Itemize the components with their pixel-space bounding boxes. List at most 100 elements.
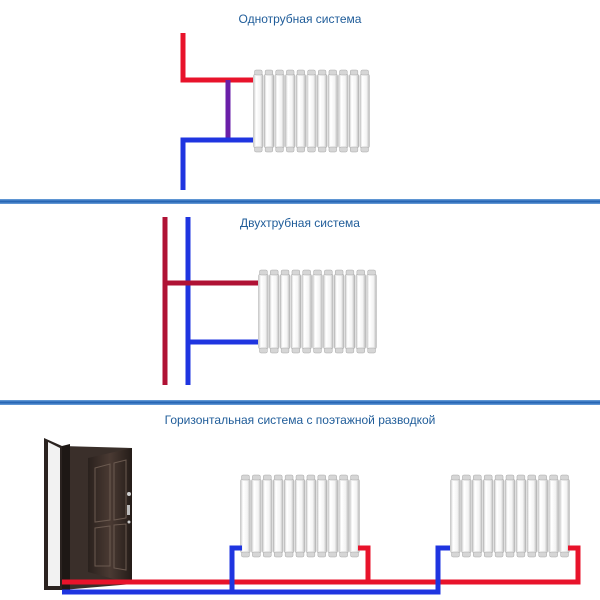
radiator-cap: [451, 551, 460, 558]
radiator-section: [258, 273, 269, 350]
radiator-section: [493, 478, 505, 554]
radiator-icon: [258, 269, 377, 354]
radiator-cap: [324, 269, 333, 276]
supply-pipe: [62, 545, 581, 585]
radiator-cap: [252, 474, 261, 481]
section-separator: [0, 400, 600, 405]
radiator-cap: [516, 474, 526, 481]
radiator-cap: [505, 551, 515, 558]
section-separator: [0, 199, 600, 204]
radiator-cap: [280, 347, 290, 354]
radiator-icon: [450, 474, 570, 558]
radiator-section: [290, 273, 301, 350]
radiator-section: [251, 478, 262, 554]
radiator-section: [240, 478, 251, 554]
radiator-cap: [483, 474, 493, 481]
radiator-cap: [328, 69, 337, 76]
radiator-cap: [328, 551, 337, 558]
radiator-cap: [462, 551, 471, 558]
radiator-cap: [275, 146, 284, 153]
return-pipe: [180, 137, 253, 190]
radiator-cap: [270, 347, 279, 354]
radiator-cap: [527, 474, 537, 481]
radiator-cap: [318, 146, 327, 153]
radiator-section: [327, 73, 338, 149]
radiator-section: [312, 273, 323, 350]
radiator-cap: [560, 551, 569, 558]
radiator-section: [317, 73, 328, 149]
radiator-cap: [328, 474, 337, 481]
radiator-cap: [275, 69, 284, 76]
radiator-cap: [302, 269, 311, 276]
radiator-section: [279, 273, 291, 350]
radiator-cap: [356, 269, 365, 276]
radiator-cap: [317, 474, 327, 481]
radiator-cap: [296, 146, 305, 153]
radiator-section: [295, 73, 306, 149]
radiator-cap: [241, 474, 250, 481]
radiator-section: [548, 478, 559, 554]
radiator-cap: [241, 551, 250, 558]
radiator-cap: [473, 474, 482, 481]
radiator-section: [461, 478, 472, 554]
radiator-section: [344, 273, 356, 350]
radiator-cap: [296, 69, 305, 76]
radiator-cap: [494, 474, 504, 481]
radiator-cap: [339, 474, 348, 481]
radiator-cap: [291, 347, 301, 354]
radiator-section: [504, 478, 516, 554]
radiator-cap: [306, 551, 316, 558]
radiator-icon: [253, 69, 370, 153]
radiator-cap: [252, 551, 261, 558]
radiator-cap: [286, 69, 295, 76]
radiator-section: [283, 478, 295, 554]
radiator-section: [526, 478, 537, 554]
radiator-cap: [473, 551, 482, 558]
radiator-section: [483, 478, 494, 554]
radiator-cap: [273, 551, 283, 558]
radiator-section: [305, 478, 317, 554]
section-one-pipe: Однотрубная система: [180, 12, 370, 190]
radiator-section: [334, 273, 345, 350]
radiator-cap: [483, 551, 493, 558]
radiator-section: [323, 273, 334, 350]
radiator-cap: [284, 551, 294, 558]
radiator-cap: [339, 551, 348, 558]
radiator-section: [366, 273, 377, 350]
radiator-cap: [538, 474, 547, 481]
radiator-section: [316, 478, 327, 554]
radiator-cap: [270, 269, 279, 276]
radiator-cap: [317, 551, 327, 558]
radiator-cap: [505, 474, 515, 481]
radiator-cap: [313, 269, 322, 276]
radiator-cap: [339, 146, 348, 153]
radiator-cap: [307, 146, 316, 153]
radiator-section: [301, 273, 312, 350]
radiator-cap: [516, 551, 526, 558]
radiator-cap: [356, 347, 365, 354]
radiator-section: [450, 478, 461, 554]
radiator-cap: [462, 474, 471, 481]
radiator-cap: [350, 474, 359, 481]
radiator-cap: [345, 269, 355, 276]
radiator-cap: [494, 551, 504, 558]
radiator-section: [263, 73, 274, 149]
radiator-cap: [313, 347, 322, 354]
radiator-cap: [527, 551, 537, 558]
radiator-cap: [263, 551, 272, 558]
radiator-cap: [263, 474, 272, 481]
radiator-section: [349, 478, 360, 554]
radiator-cap: [367, 347, 376, 354]
radiator-icon: [240, 474, 360, 558]
radiator-cap: [284, 474, 294, 481]
radiator-cap: [451, 474, 460, 481]
radiator-section: [338, 73, 349, 149]
radiator-section: [285, 73, 296, 149]
radiator-cap: [307, 69, 316, 76]
radiator-section: [253, 73, 264, 149]
radiator-cap: [328, 146, 337, 153]
radiator-section: [537, 478, 548, 554]
radiator-cap: [280, 269, 290, 276]
radiator-cap: [264, 146, 274, 153]
radiator-cap: [306, 474, 316, 481]
